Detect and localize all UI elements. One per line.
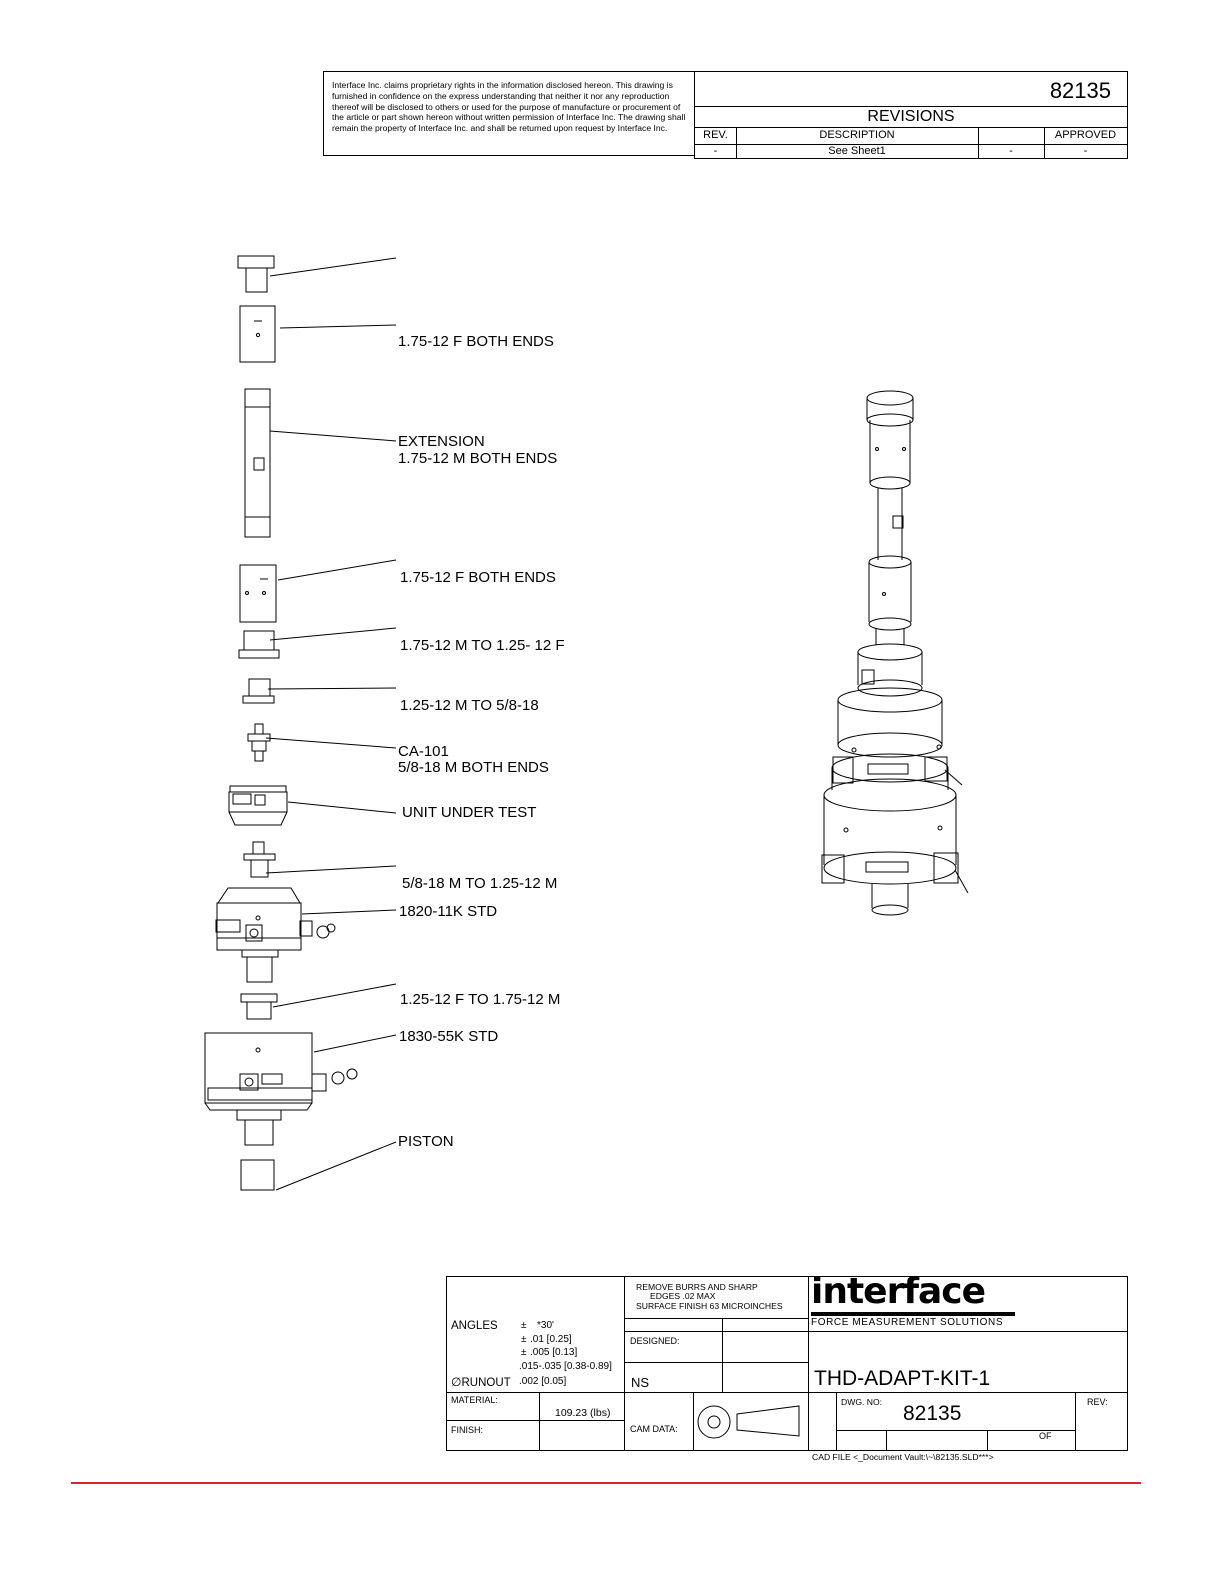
- part-label-adapter-3: 5/8-18 M TO 1.25-12 M: [402, 875, 558, 892]
- drawing-title: THD-ADAPT-KIT-1: [814, 1367, 991, 1390]
- adapter-part-4: [240, 993, 278, 1020]
- logo-underline: [811, 1312, 1015, 1316]
- cad-file-path: CAD FILE <_Document Vault:\~\82135.SLD**…: [812, 1452, 994, 1462]
- runout-label: ∅RUNOUT: [451, 1375, 511, 1389]
- runout-icon: ∅: [451, 1375, 462, 1389]
- notes-line-3: SURFACE FINISH 63 MICROINCHES: [636, 1301, 783, 1311]
- header-drawing-number: 82135: [1049, 78, 1111, 103]
- cam-data-label: CAM DATA:: [630, 1424, 678, 1434]
- revisions-block: 82135 REVISIONS REV. DESCRIPTION APPROVE…: [694, 71, 1128, 159]
- ca-101-part: [247, 723, 271, 762]
- runout-value: .002 [0.05]: [519, 1376, 567, 1387]
- designed-label: DESIGNED:: [630, 1336, 680, 1346]
- part-label-extension-thread: 1.75-12 M BOTH ENDS: [398, 450, 558, 467]
- adapter-part-1: [238, 630, 280, 659]
- col-description: DESCRIPTION: [819, 129, 895, 141]
- tol-symbol-1: ±: [521, 1320, 527, 1331]
- col-approved: APPROVED: [1054, 129, 1117, 141]
- part-label-ca-101-thread: 5/8-18 M BOTH ENDS: [398, 759, 549, 776]
- tol-4: .015-.035 [0.38-0.89]: [519, 1361, 612, 1372]
- load-cell-1830-part: [204, 1032, 358, 1146]
- dwg-no-value: 82135: [903, 1402, 962, 1425]
- part-label-adapter-4: 1.25-12 F TO 1.75-12 M: [400, 991, 561, 1008]
- logo-tagline: FORCE MEASUREMENT SOLUTIONS: [811, 1317, 1004, 1328]
- title-block: ANGLES ± *30' ± .01 [0.25] ± .005 [0.13]…: [446, 1271, 1128, 1451]
- coupler-part-lower: [239, 564, 277, 623]
- cap-part: [237, 255, 275, 293]
- part-label-ca-101: CA-101: [398, 743, 449, 760]
- adapter-part-3: [243, 841, 276, 878]
- part-label-1820: 1820-11K STD: [399, 903, 498, 920]
- company-logo: interface: [811, 1271, 986, 1312]
- part-label-adapter-1: 1.75-12 M TO 1.25- 12 F: [400, 637, 565, 654]
- rev-label: REV:: [1087, 1397, 1108, 1407]
- coupler-part-upper: [239, 305, 276, 363]
- designer-initials: NS: [631, 1375, 650, 1390]
- finish-label: FINISH:: [451, 1425, 484, 1435]
- part-label-coupler-upper: 1.75-12 F BOTH ENDS: [398, 333, 554, 350]
- notes-line-1: REMOVE BURRS AND SHARP: [636, 1282, 758, 1292]
- tol-symbol-2: ±: [521, 1334, 527, 1345]
- tol-angles: *30': [537, 1320, 554, 1331]
- part-label-extension: EXTENSION: [398, 433, 485, 450]
- extension-part: [244, 388, 271, 538]
- row-date: -: [1009, 145, 1013, 157]
- col-rev: REV.: [703, 129, 728, 141]
- row-rev: -: [713, 145, 718, 157]
- part-label-piston: PISTON: [398, 1133, 454, 1150]
- assembled-view: [821, 390, 969, 916]
- notes-line-2: EDGES .02 MAX: [650, 1291, 716, 1301]
- adapter-part-2: [242, 678, 275, 704]
- part-label-unit-under-test: UNIT UNDER TEST: [402, 804, 537, 821]
- unit-under-test-part: [228, 785, 288, 826]
- piston-part: [240, 1159, 275, 1191]
- proprietary-notice: Interface Inc. claims proprietary rights…: [332, 80, 686, 134]
- row-description: See Sheet1: [828, 145, 886, 157]
- tol-3: .005 [0.13]: [530, 1347, 578, 1358]
- tol-symbol-3: ±: [521, 1347, 527, 1358]
- dwg-no-label: DWG. NO:: [841, 1397, 883, 1407]
- material-label: MATERIAL:: [451, 1395, 498, 1405]
- load-cell-1820-part: [215, 887, 336, 983]
- tol-2: .01 [0.25]: [530, 1334, 572, 1345]
- weight-value: 109.23 (lbs): [555, 1407, 611, 1419]
- revisions-title: REVISIONS: [867, 108, 955, 125]
- part-label-adapter-2: 1.25-12 M TO 5/8-18: [400, 697, 539, 714]
- part-label-coupler-lower: 1.75-12 F BOTH ENDS: [400, 569, 556, 586]
- row-approved: -: [1083, 145, 1088, 157]
- of-label: OF: [1039, 1431, 1052, 1441]
- leader-lines: [265, 257, 397, 1191]
- part-label-1830: 1830-55K STD: [399, 1028, 499, 1045]
- angles-label: ANGLES: [451, 1320, 498, 1332]
- projection-symbol: [697, 1405, 800, 1439]
